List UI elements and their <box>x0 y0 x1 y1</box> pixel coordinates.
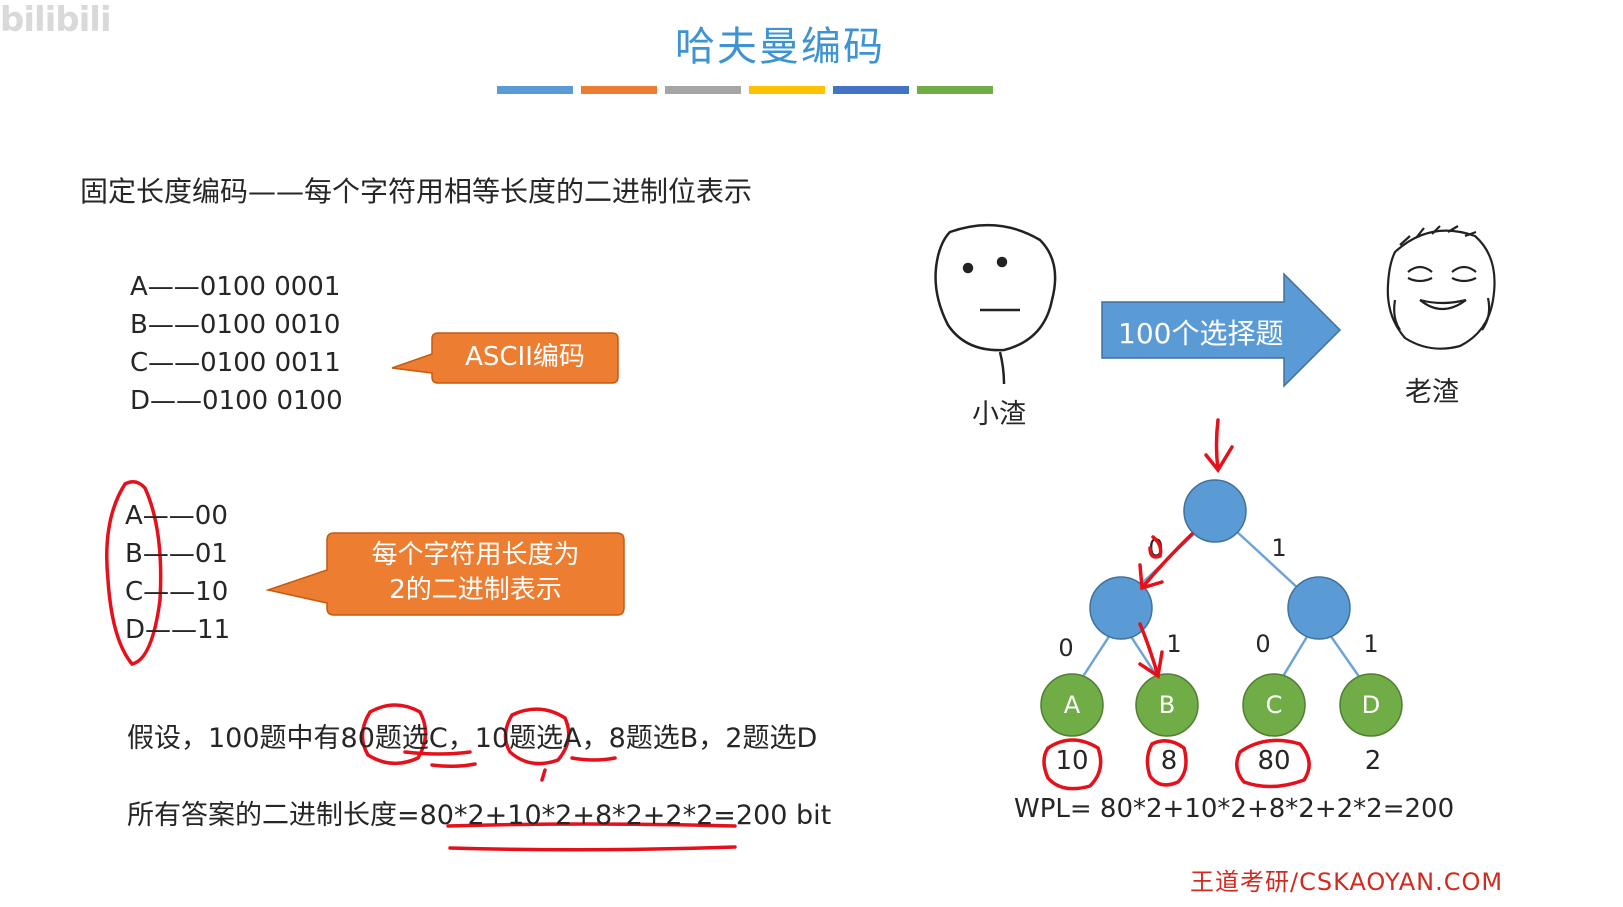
wpl-formula: WPL= 80*2+10*2+8*2+2*2=200 <box>1014 794 1454 824</box>
ascii-code-line: D——0100 0100 <box>130 386 343 416</box>
assumption-sentence: 假设，100题中有80题选C，10题选A，8题选B，2题选D <box>127 723 818 754</box>
edge-label: 1 <box>1363 630 1378 658</box>
arrow-shape <box>1101 272 1342 388</box>
leaf-weight: 80 <box>1257 746 1290 776</box>
two-bit-callout-shape <box>265 532 625 616</box>
total-length-sentence: 所有答案的二进制长度=80*2+10*2+8*2+2*2=200 bit <box>127 800 832 831</box>
two-bit-code-line: D——11 <box>125 615 231 645</box>
leaf-label: B <box>1159 691 1175 719</box>
leaf-weight: 8 <box>1161 746 1178 776</box>
slide-title: 哈夫曼编码 <box>675 24 885 70</box>
color-bar-segment <box>581 86 657 94</box>
tree-leaf-node-b <box>1135 673 1199 737</box>
tree-leaf-node-a <box>1040 673 1104 737</box>
ascii-callout-label: ASCII编码 <box>465 342 585 372</box>
annotation-ellipse-chars <box>105 480 163 666</box>
annotation-circle-80 <box>360 703 428 765</box>
two-bit-code-line: A——00 <box>125 501 228 531</box>
annotation-underline-10 <box>570 756 617 762</box>
annotation-tick-10 <box>540 768 547 782</box>
ascii-callout-shape <box>391 332 619 384</box>
two-bit-callout-line: 2的二进制表示 <box>389 575 562 605</box>
left-face-label: 小渣 <box>972 399 1026 430</box>
leaf-label: D <box>1362 691 1380 719</box>
annotation-arrow-root <box>1204 418 1234 474</box>
annotation-zero-mark <box>1148 535 1163 559</box>
poker-face-icon <box>934 223 1057 385</box>
leaf-weight: 2 <box>1365 746 1382 776</box>
two-bit-code-list: A——00 B——01 C——10 D——11 <box>125 497 230 649</box>
two-bit-callout-line: 每个字符用长度为 <box>371 540 580 570</box>
fixed-length-heading: 固定长度编码——每个字符用相等长度的二进制位表示 <box>80 175 753 208</box>
color-bar-segment <box>833 86 909 94</box>
ascii-code-line: C——0100 0011 <box>130 348 341 378</box>
red-annotations <box>105 418 1311 852</box>
tree-left-internal-node <box>1089 576 1153 640</box>
ascii-code-list: A——0100 0001 B——0100 0010 C——0100 0011 D… <box>130 268 343 420</box>
ascii-code-line: B——0100 0010 <box>130 310 341 340</box>
leaf-label: A <box>1064 691 1081 719</box>
tree-leaf-node-d <box>1339 673 1403 737</box>
title-color-bar <box>497 86 993 94</box>
color-bar-segment <box>749 86 825 94</box>
leaf-label: C <box>1266 691 1283 719</box>
right-face-label: 老渣 <box>1405 377 1459 408</box>
edge-label: 1 <box>1271 534 1286 562</box>
annotation-circle-weight-8 <box>1145 739 1188 787</box>
color-bar-segment <box>917 86 993 94</box>
edge-label: 1 <box>1166 630 1181 658</box>
tree-leaf-node-c <box>1242 673 1306 737</box>
annotation-circle-weight-80 <box>1235 738 1311 789</box>
edge-label: 0 <box>1058 634 1073 662</box>
two-bit-code-line: B——01 <box>125 539 228 569</box>
annotation-circle-weight-10 <box>1042 738 1103 791</box>
color-bar-segment <box>665 86 741 94</box>
two-bit-code-line: C——10 <box>125 577 229 607</box>
color-bar-segment <box>497 86 573 94</box>
ascii-code-line: A——0100 0001 <box>130 272 341 302</box>
leaf-weight: 10 <box>1055 746 1088 776</box>
arrow-label: 100个选择题 <box>1118 317 1284 350</box>
tree-right-internal-node <box>1287 576 1351 640</box>
annotation-circle-10 <box>503 707 571 766</box>
edge-label: 0 <box>1255 630 1270 658</box>
annotation-underline-formula <box>446 822 737 852</box>
laughing-face-icon <box>1386 225 1496 350</box>
two-bit-callout-label: 每个字符用长度为 2的二进制表示 <box>327 538 624 608</box>
annotation-arrow-b <box>1138 622 1164 679</box>
tree-root-node <box>1183 479 1247 543</box>
bilibili-watermark: bilibili <box>0 0 112 40</box>
annotation-underline-80 <box>403 750 477 769</box>
footer-brand: 王道考研/CSKAOYAN.COM <box>1190 868 1504 896</box>
annotation-arrow-left <box>1138 532 1194 591</box>
